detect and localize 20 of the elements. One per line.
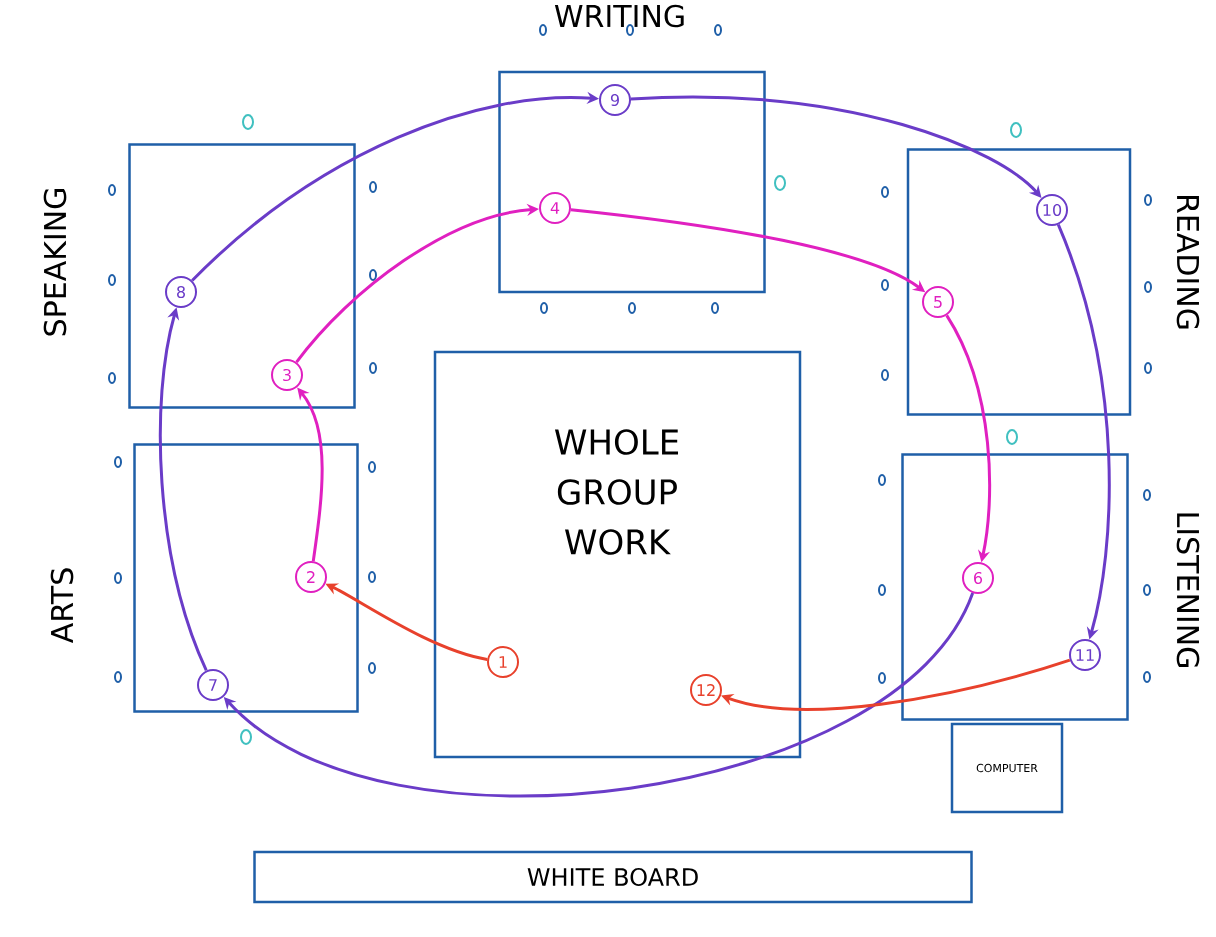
- whiteboard: WHITE BOARD: [253, 850, 973, 904]
- arrow: [630, 95, 1042, 198]
- step-number: 5: [922, 286, 954, 318]
- step-number: 12: [690, 674, 722, 706]
- step-number: 8: [165, 276, 197, 308]
- step-number: 4: [539, 192, 571, 224]
- step-number: 10: [1036, 194, 1068, 226]
- step-number: 2: [295, 561, 327, 593]
- computer-desk: COMPUTER: [950, 722, 1064, 814]
- step-number: 11: [1069, 639, 1101, 671]
- step-number: 9: [599, 84, 631, 116]
- station-label: ARTS: [50, 568, 74, 644]
- step-number: 6: [962, 562, 994, 594]
- step-number: 3: [271, 359, 303, 391]
- station-label: SPEAKING: [43, 189, 67, 336]
- station-label: LISTENING: [1176, 513, 1200, 667]
- station-label: WRITING: [554, 4, 684, 28]
- step-number: 7: [197, 669, 229, 701]
- step-number: 1: [487, 646, 519, 678]
- station-label: READING: [1176, 195, 1200, 329]
